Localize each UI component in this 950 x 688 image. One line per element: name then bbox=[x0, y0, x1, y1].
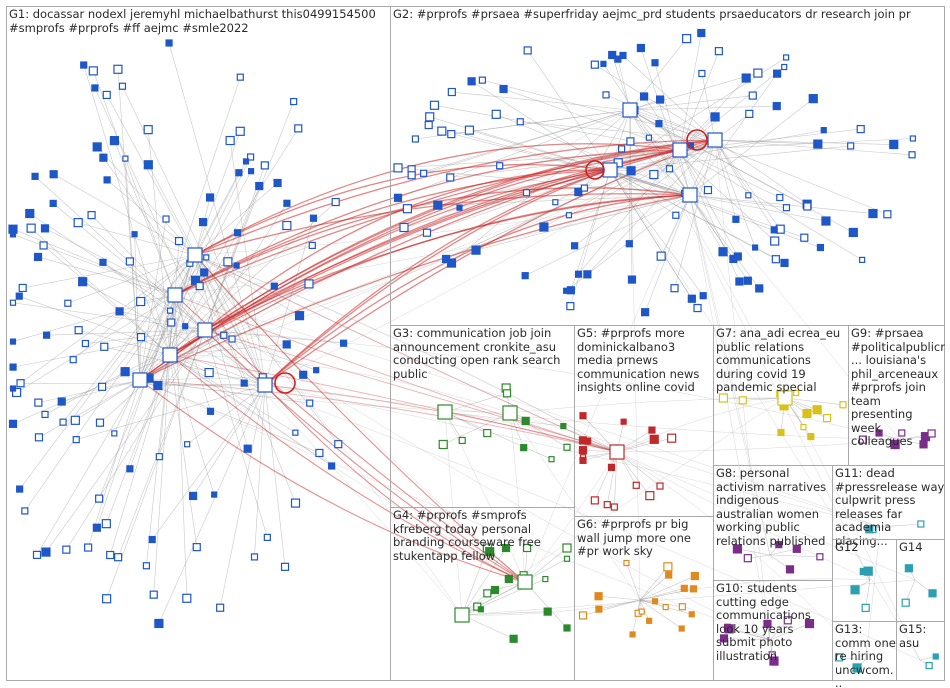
group-g4-label: G4: #prprofs #smprofs kfreberg today per… bbox=[393, 509, 575, 563]
group-g2-label: G2: #prprofs #prsaea #superfriday aejmc_… bbox=[393, 8, 943, 22]
group-g3-box: G3: communication job join announcement … bbox=[390, 325, 575, 508]
group-g7-label: G7: ana_adi ecrea_eu public relations co… bbox=[716, 327, 848, 395]
group-g9-box: G9: #prsaea #politicalpublicr... louisia… bbox=[848, 325, 945, 466]
group-g2-box: G2: #prprofs #prsaea #superfriday aejmc_… bbox=[390, 6, 945, 326]
group-g6-label: G6: #prprofs pr big wall jump more one #… bbox=[577, 518, 713, 559]
group-g13-box: G13: comm one re hiring uncwcom... bbox=[832, 621, 897, 681]
group-g8-label: G8: personal activism narratives indigen… bbox=[716, 467, 834, 548]
group-g3-label: G3: communication job join announcement … bbox=[393, 327, 573, 381]
group-g10-label: G10: students cutting edge communication… bbox=[716, 582, 834, 663]
group-g12-label: G12 bbox=[835, 541, 895, 555]
group-g6-box: G6: #prprofs pr big wall jump more one #… bbox=[574, 516, 714, 681]
group-g7-box: G7: ana_adi ecrea_eu public relations co… bbox=[713, 325, 849, 466]
group-g13-label: G13: comm one re hiring uncwcom... bbox=[835, 623, 897, 688]
group-g9-label: G9: #prsaea #politicalpublicr... louisia… bbox=[851, 327, 945, 449]
group-g15-box: G15: asu bbox=[896, 621, 945, 681]
group-g5-box: G5: #prprofs more dominickalbano3 media … bbox=[574, 325, 714, 517]
group-g10-box: G10: students cutting edge communication… bbox=[713, 580, 833, 681]
group-g12-box: G12 bbox=[832, 539, 897, 622]
group-g1-label: G1: docassar nodexl jeremyhl michaelbath… bbox=[9, 8, 389, 35]
group-g1-box: G1: docassar nodexl jeremyhl michaelbath… bbox=[6, 6, 391, 681]
group-g5-label: G5: #prprofs more dominickalbano3 media … bbox=[577, 327, 713, 395]
group-g4-box: G4: #prprofs #smprofs kfreberg today per… bbox=[390, 507, 575, 681]
group-g8-box: G8: personal activism narratives indigen… bbox=[713, 465, 833, 581]
group-g14-box: G14 bbox=[896, 539, 945, 622]
group-g11-box: G11: dead #pressrelease way culpwrit pre… bbox=[832, 465, 945, 540]
group-g15-label: G15: asu bbox=[899, 623, 945, 650]
group-g14-label: G14 bbox=[899, 541, 945, 555]
group-g11-label: G11: dead #pressrelease way culpwrit pre… bbox=[835, 467, 945, 548]
